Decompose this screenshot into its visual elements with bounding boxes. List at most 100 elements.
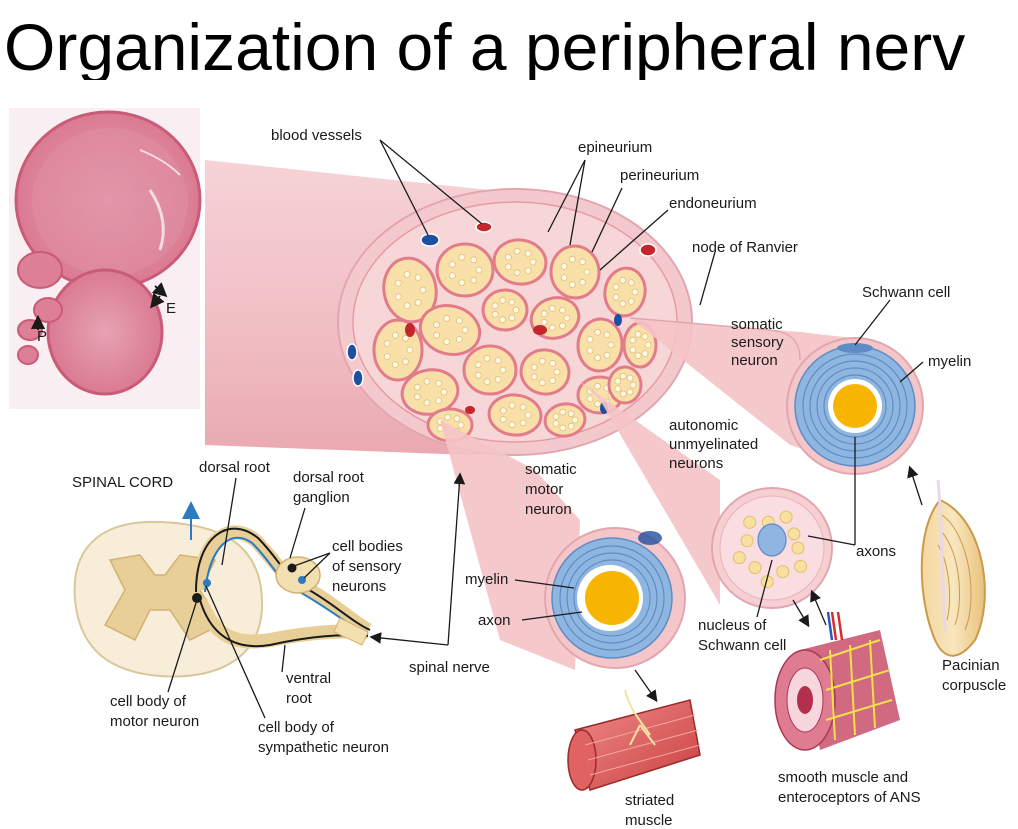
axon-dot xyxy=(567,422,575,430)
axon-dot xyxy=(629,336,637,344)
axon-dot xyxy=(568,281,576,289)
artery-icon xyxy=(465,406,475,414)
sensory-axon xyxy=(833,384,877,428)
axon-dot xyxy=(494,375,502,383)
axon-dot xyxy=(619,300,627,308)
axon-dot xyxy=(571,416,579,424)
label-cell-body-sympathetic: cell body of sympathetic neuron xyxy=(258,719,389,756)
axon-dot xyxy=(614,385,622,393)
label-nucleus-of-schwann-cell: nucleus of Schwann cell xyxy=(698,617,786,654)
axon-dot xyxy=(629,381,637,389)
label-blood-vessels: blood vessels xyxy=(271,127,362,144)
axon-dot xyxy=(443,314,451,322)
axon-dot xyxy=(414,299,422,306)
axon-dot xyxy=(559,322,566,330)
axon-dot xyxy=(549,359,556,367)
schwann-nucleus xyxy=(757,523,787,557)
fascicle xyxy=(607,365,643,405)
axon-dot xyxy=(579,278,586,286)
axon-dot xyxy=(483,378,491,386)
fascicle xyxy=(492,238,548,286)
axon-dot xyxy=(612,293,620,301)
axon-dot xyxy=(594,382,601,390)
axon-dot xyxy=(579,258,586,266)
axon-dot xyxy=(402,358,409,366)
axon-dot xyxy=(403,302,411,310)
axon-dot xyxy=(433,321,440,329)
axon-dot xyxy=(423,399,431,407)
axon-dot xyxy=(619,276,627,284)
micrograph-label-e: E xyxy=(166,300,176,317)
axon-dot xyxy=(567,410,575,418)
striated-muscle xyxy=(567,689,701,791)
label-ventral-root: ventral root xyxy=(286,670,335,707)
fascicle xyxy=(487,393,543,437)
vein-icon xyxy=(614,314,622,326)
axon-dot xyxy=(631,288,639,296)
axon-dot xyxy=(402,334,409,342)
axon-dot xyxy=(403,270,411,278)
unmyelinated-axon xyxy=(779,510,793,524)
page-title: Organization of a peripheral nerv xyxy=(4,14,966,80)
label-autonomic-unmyelinated-neurons: autonomic unmyelinated neurons xyxy=(669,417,762,472)
axon-dot xyxy=(559,306,566,314)
label-somatic-sensory-neuron: somatic sensory neuron xyxy=(731,316,788,369)
label-node-of-ranvier: node of Ranvier xyxy=(692,239,798,256)
fascicle xyxy=(603,266,647,318)
axon-dot xyxy=(391,331,399,339)
axon-dot xyxy=(470,256,478,264)
axon-dot xyxy=(634,330,642,338)
axon-dot xyxy=(461,326,469,334)
unmyelinated-axon xyxy=(776,565,790,579)
axon-dot xyxy=(538,379,546,387)
unmyelinated-axon xyxy=(748,561,762,575)
axon-dot xyxy=(552,413,560,420)
axon-dot xyxy=(504,253,512,261)
axon-dot xyxy=(513,269,521,277)
dorsal-root-ganglion-shape xyxy=(275,556,321,594)
axon-dot xyxy=(594,328,601,336)
unmyelinated-axon xyxy=(743,515,757,529)
axon-dot xyxy=(499,316,507,324)
autonomic-neuron-section xyxy=(578,380,833,609)
fascicle xyxy=(435,242,495,298)
axon-dot xyxy=(474,371,482,379)
sensory-neuron-section xyxy=(629,317,924,475)
label-epineurium: epineurium xyxy=(578,139,652,156)
axon-dot xyxy=(499,407,507,415)
label-spinal-cord: SPINAL CORD xyxy=(72,474,173,491)
fascicle xyxy=(481,288,529,332)
sensory-cell-body-icon xyxy=(287,563,297,573)
label-spinal-nerve: spinal nerve xyxy=(409,659,490,676)
axon-dot xyxy=(499,415,507,423)
axon-dot xyxy=(594,354,601,362)
label-dorsal-root: dorsal root xyxy=(199,459,271,476)
axon-dot xyxy=(548,324,556,332)
axon-dot xyxy=(586,395,594,403)
unmyelinated-axon-group xyxy=(732,510,808,589)
axon-dot xyxy=(475,266,483,274)
axon-dot xyxy=(457,421,465,429)
fascicle xyxy=(576,317,624,373)
axon-dot xyxy=(612,283,620,291)
label-schwann-cell: Schwann cell xyxy=(862,284,950,301)
artery-icon xyxy=(639,243,657,257)
axon-dot xyxy=(435,397,443,405)
unmyelinated-axon xyxy=(787,527,801,541)
label-myelin-motor: myelin xyxy=(465,571,508,588)
axon-dot xyxy=(560,274,568,282)
axon-dot xyxy=(538,357,546,365)
axon-dot xyxy=(641,332,649,340)
axon-dot xyxy=(553,368,561,376)
label-perineurium: perineurium xyxy=(620,167,699,184)
axon-dot xyxy=(563,314,571,322)
axon-dot xyxy=(406,346,414,354)
label-smooth-muscle: smooth muscle and enteroceptors of ANS xyxy=(778,769,921,806)
micrograph-label-p: P xyxy=(37,328,47,345)
axon-dot xyxy=(448,272,456,280)
label-somatic-motor-neuron: somatic motor neuron xyxy=(525,461,581,518)
label-axons: axons xyxy=(856,543,896,560)
motor-axon xyxy=(585,571,639,625)
spinal-cord xyxy=(73,501,372,678)
axon-dot xyxy=(568,255,576,263)
